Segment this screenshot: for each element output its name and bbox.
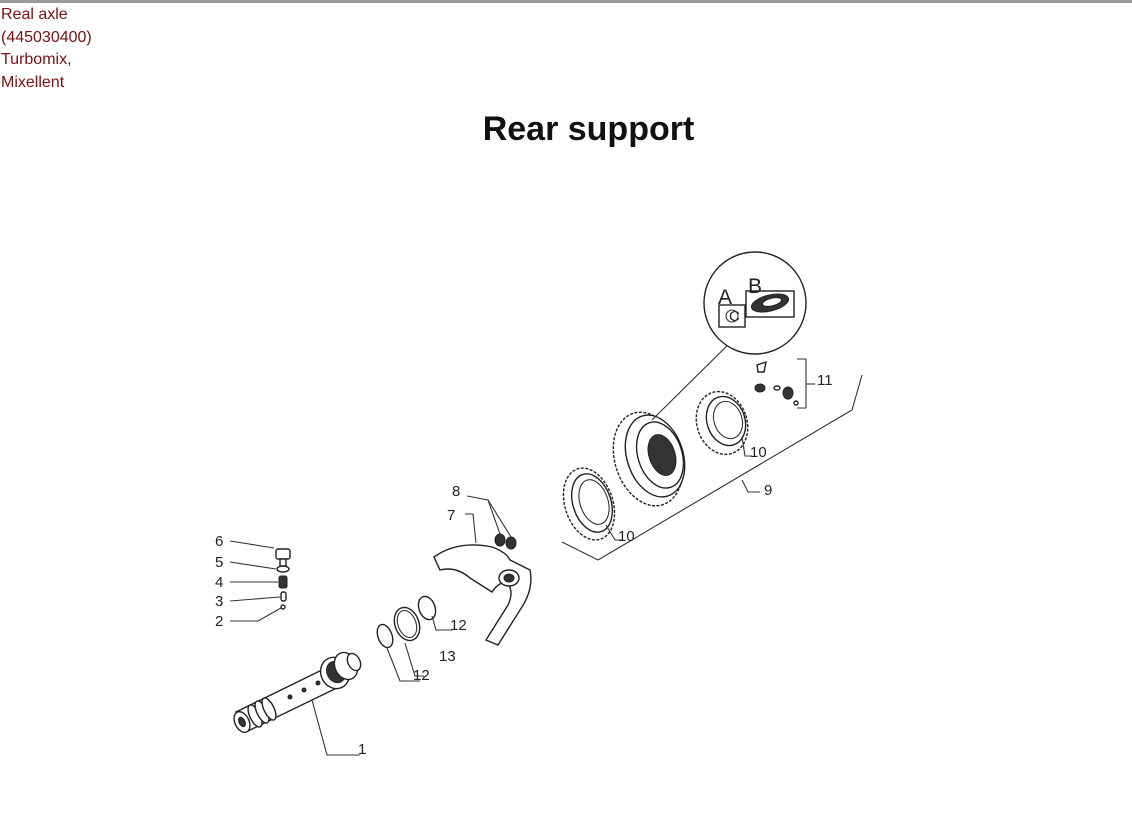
detail-label-b: B (748, 275, 762, 298)
callout-4: 4 (215, 574, 223, 591)
callout-2: 2 (215, 613, 223, 630)
breadcrumb-line-3: Turbomix, (1, 51, 72, 68)
callout-3: 3 (215, 593, 223, 610)
detail-c-mark: C (729, 308, 740, 325)
callout-11: 11 (817, 372, 833, 389)
callout-5: 5 (215, 554, 223, 571)
part-1-shaft (233, 651, 362, 734)
detail-view-circle: C A B (651, 251, 807, 421)
callout-labels: 1 2 3 4 5 6 7 8 9 10 10 11 12 12 13 (215, 372, 833, 758)
rings-12-13 (376, 595, 437, 649)
callout-9: 9 (764, 482, 772, 499)
top-border (0, 0, 1132, 3)
callout-6: 6 (215, 533, 223, 550)
callout-1: 1 (358, 741, 366, 758)
breadcrumb-link[interactable]: Real axle (445030400) Turbomix, Mixellen… (1, 4, 92, 94)
part-7-shift-fork (433, 544, 532, 646)
part-11-small-parts (754, 360, 799, 406)
callout-12-upper: 12 (450, 617, 467, 634)
parts-2-6-detent-stack (275, 548, 291, 610)
callout-13: 13 (439, 648, 456, 665)
breadcrumb-line-4: Mixellent (1, 73, 65, 91)
part-8-screws (494, 533, 517, 550)
callout-10-left: 10 (618, 528, 635, 545)
breadcrumb-line-2: (445030400) (1, 28, 92, 46)
part-9-gear-assembly (561, 374, 863, 561)
callout-12-lower: 12 (413, 667, 430, 684)
leader-lines (229, 358, 815, 756)
page-title: Rear support (482, 110, 695, 148)
detail-label-a: A (718, 286, 732, 309)
callout-8: 8 (452, 483, 460, 500)
callout-10-right: 10 (750, 444, 767, 461)
callout-7: 7 (447, 507, 455, 524)
breadcrumb-line-1: Real axle (1, 6, 68, 23)
